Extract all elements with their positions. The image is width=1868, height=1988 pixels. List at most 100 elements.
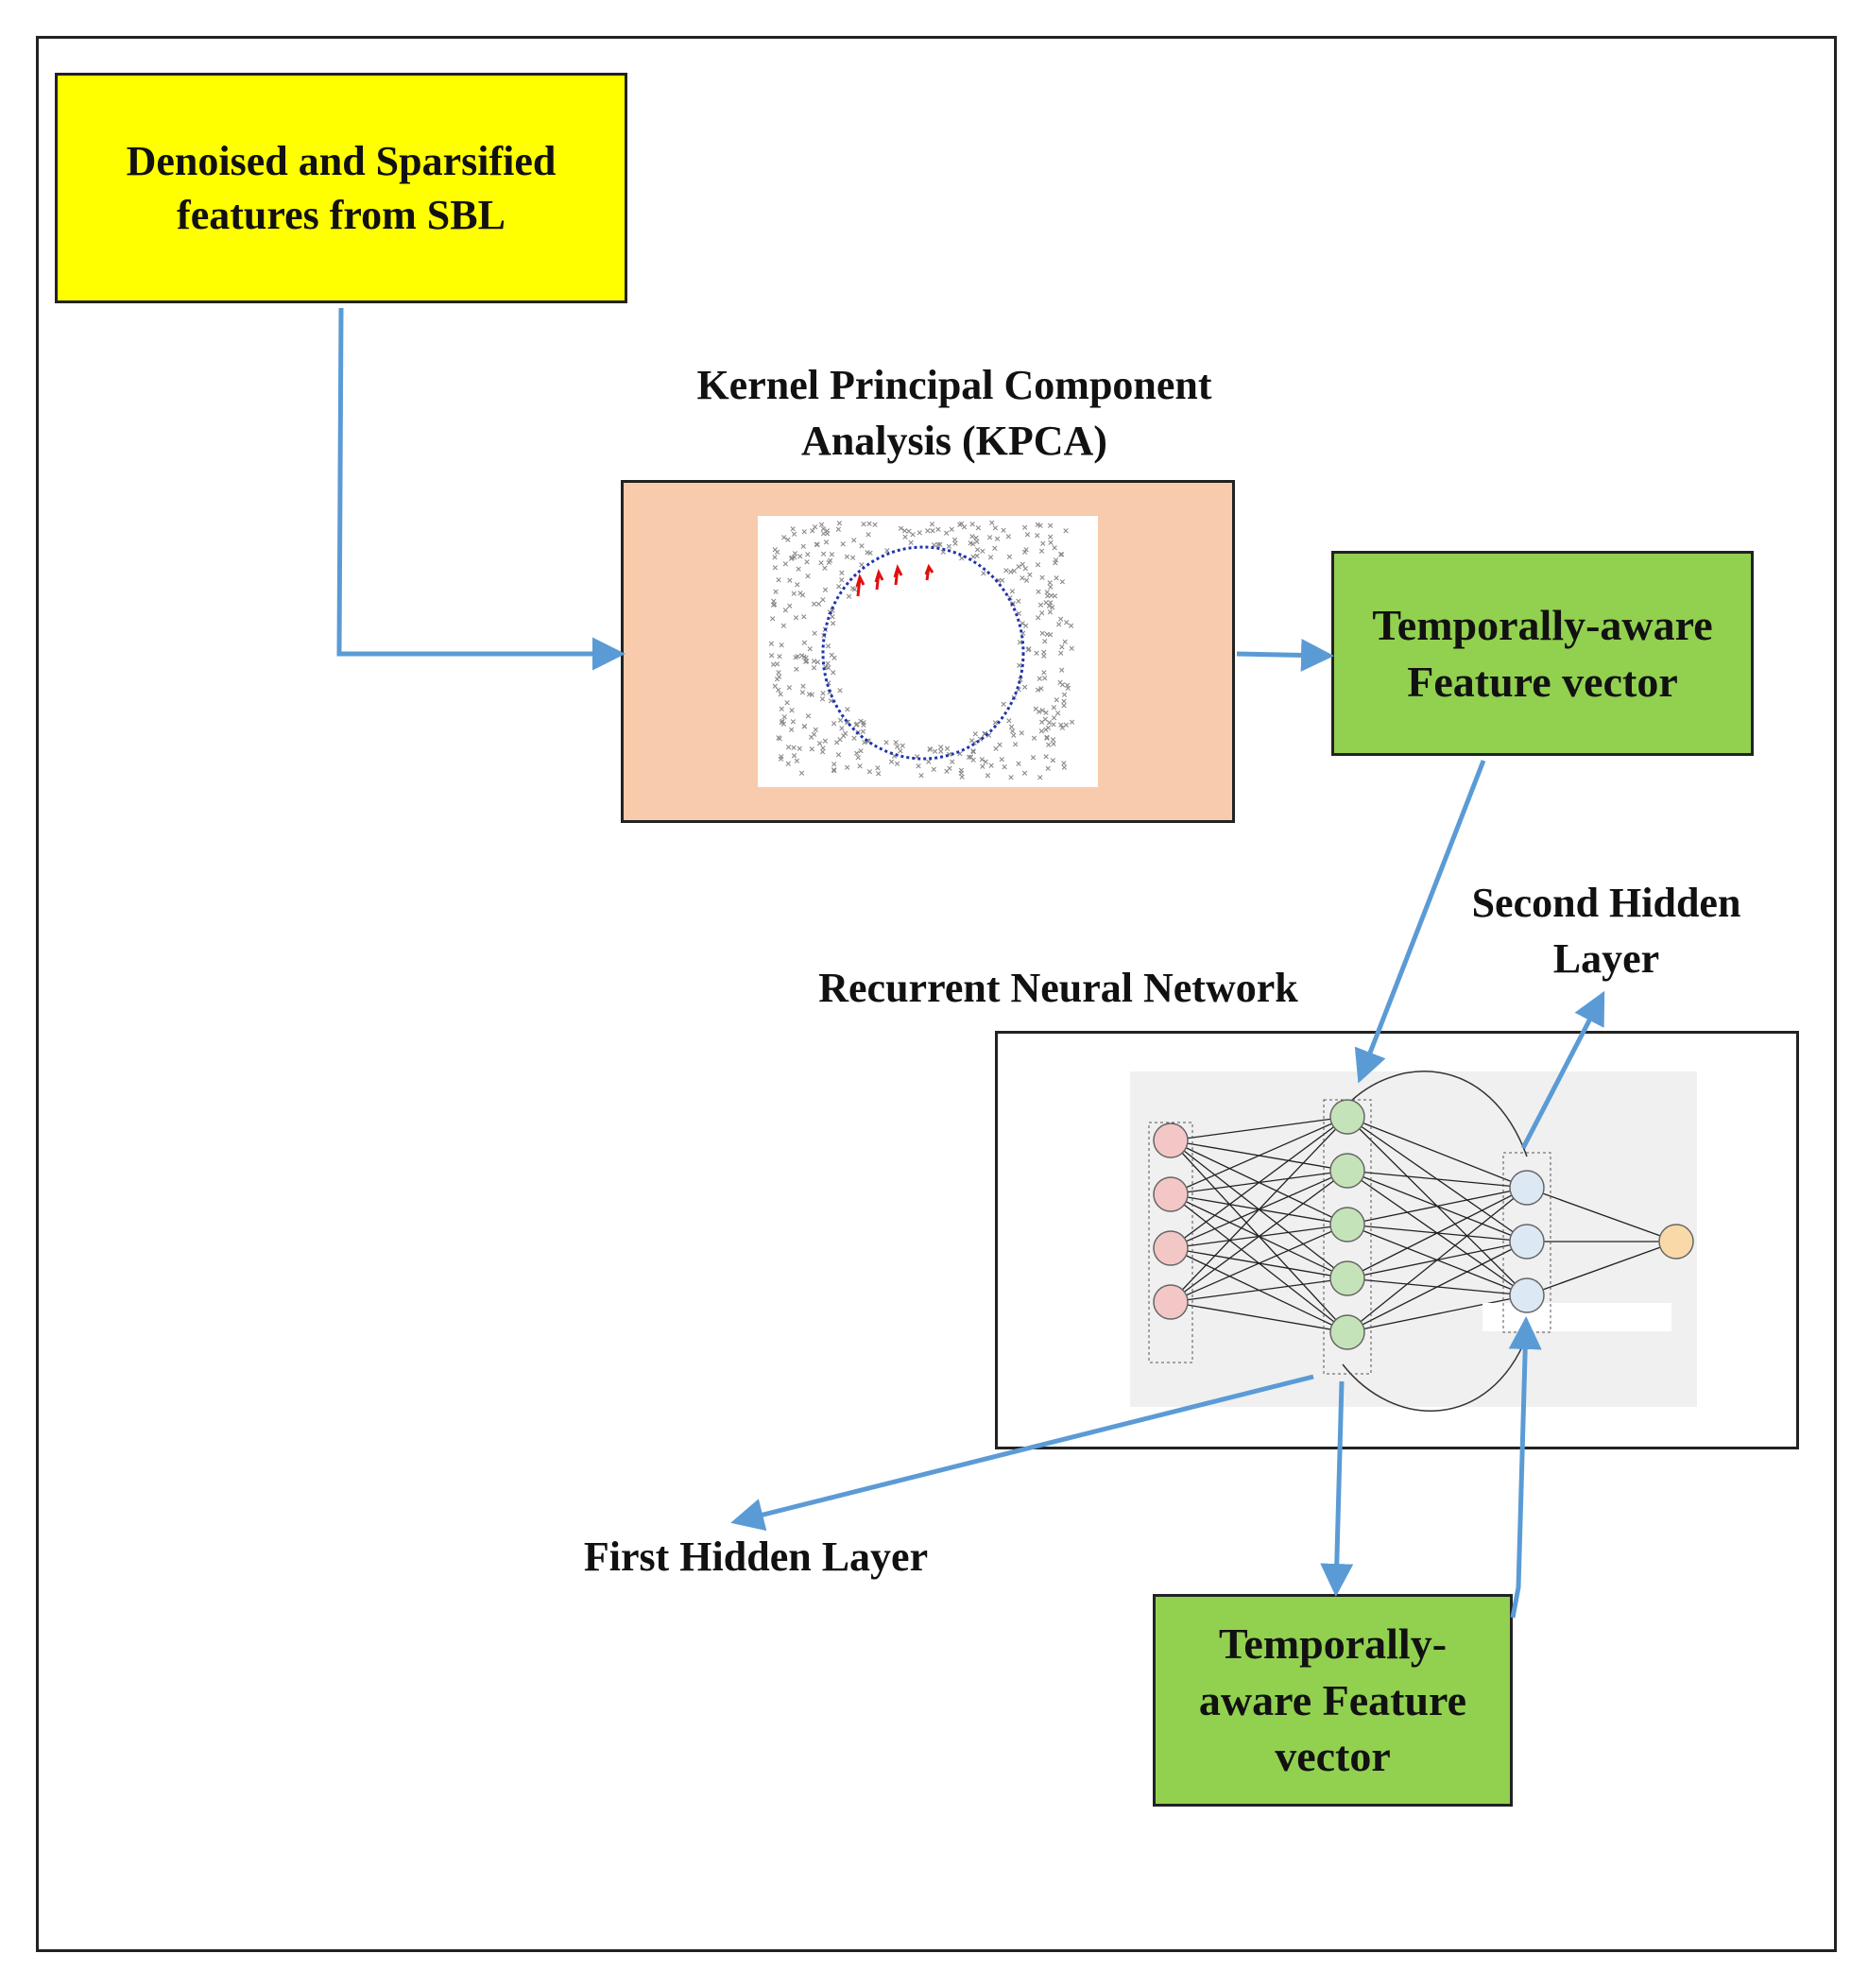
kpca-noise-point: × (951, 536, 959, 545)
kpca-noise-point: × (850, 734, 858, 744)
kpca-noise-point: × (788, 707, 796, 716)
kpca-noise-point: × (883, 547, 891, 557)
kpca-noise-point: × (992, 718, 1000, 728)
kpca-noise-point: × (1059, 724, 1067, 733)
kpca-noise-point: × (801, 639, 809, 648)
kpca-noise-point: × (968, 753, 975, 763)
kpca-noise-point: × (831, 654, 838, 663)
kpca-noise-point: × (819, 695, 827, 705)
kpca-noise-point: × (1040, 652, 1048, 661)
kpca-noise-point: × (831, 720, 838, 729)
kpca-noise-point: × (851, 586, 859, 595)
kpca-noise-point: × (774, 548, 781, 557)
kpca-noise-point: × (927, 746, 934, 755)
arrow-sbl-to-kpca (336, 307, 626, 671)
kpca-noise-point: × (958, 555, 966, 564)
kpca-noise-point: × (782, 560, 790, 570)
kpca-noise-point: × (1019, 619, 1026, 628)
kpca-noise-point: × (1038, 728, 1046, 737)
kpca-noise-point: × (1020, 629, 1027, 639)
kpca-noise-point: × (995, 576, 1003, 586)
kpca-noise-point: × (946, 764, 953, 774)
rnn-edge (1170, 1116, 1348, 1249)
kpca-noise-point: × (1057, 721, 1065, 730)
kpca-noise-point: × (969, 540, 977, 549)
rnn-edge (1526, 1241, 1677, 1296)
kpca-noise-point: × (819, 690, 827, 699)
kpca-noise-point: × (1009, 728, 1017, 737)
kpca-noise-point: × (831, 767, 838, 777)
kpca-noise-point: × (769, 615, 777, 625)
kpca-noise-point: × (1045, 741, 1053, 750)
kpca-noise-points: ××××××××××××××××××××××××××××××××××××××××… (768, 519, 1076, 782)
kpca-noise-point: × (1047, 608, 1054, 618)
kpca-noise-point: × (894, 760, 901, 769)
kpca-noise-point: × (929, 527, 936, 537)
kpca-noise-point: × (1015, 563, 1022, 573)
kpca-noise-point: × (1035, 686, 1042, 695)
kpca-noise-point: × (770, 597, 778, 607)
kpca-noise-point: × (814, 540, 821, 550)
kpca-noise-point: × (799, 688, 807, 697)
rnn-edge (1346, 1187, 1528, 1333)
kpca-noise-point: × (894, 743, 901, 752)
kpca-noise-point: × (969, 748, 977, 758)
kpca-noise-point: × (819, 595, 827, 605)
kpca-noise-point: × (958, 773, 966, 782)
kpca-noise-point: × (982, 758, 989, 767)
kpca-noise-point: × (829, 651, 836, 660)
kpca-noise-point: × (1038, 609, 1046, 619)
hidden1-node (1329, 1153, 1365, 1189)
kpca-noise-point: × (958, 766, 966, 776)
kpca-noise-point: × (770, 601, 778, 610)
kpca-noise-point: × (1051, 543, 1058, 553)
kpca-red-marks (855, 563, 934, 597)
hidden1-node (1329, 1099, 1365, 1135)
kpca-noise-point: × (1050, 740, 1057, 749)
kpca-noise-point: × (1040, 648, 1048, 658)
kpca-noise-point: × (866, 549, 874, 558)
kpca-noise-point: × (783, 698, 791, 708)
kpca-noise-point: × (811, 600, 818, 609)
kpca-noise-point: × (980, 570, 987, 579)
kpca-noise-point: × (936, 540, 944, 550)
kpca-noise-point: × (1061, 638, 1069, 647)
kpca-noise-point: × (968, 737, 976, 746)
kpca-noise-point: × (776, 673, 783, 682)
hidden2-node (1509, 1224, 1545, 1260)
kpca-noise-point: × (973, 538, 981, 547)
kpca-noise-point: × (797, 745, 804, 754)
kpca-noise-point: × (1039, 706, 1047, 715)
kpca-noise-point: × (823, 538, 831, 547)
feature-vector-bottom-box: Temporally-aware Feature vector (1153, 1594, 1513, 1807)
kpca-noise-point: × (968, 521, 976, 530)
kpca-noise-point: × (809, 691, 816, 700)
kpca-noise-point: × (775, 686, 782, 695)
kpca-noise-point: × (835, 750, 843, 760)
kpca-noise-point: × (1044, 592, 1052, 602)
hidden1-node (1329, 1260, 1365, 1296)
kpca-noise-point: × (1000, 700, 1007, 710)
kpca-noise-point: × (785, 760, 793, 769)
kpca-noise-point: × (850, 536, 858, 545)
kpca-noise-point: × (824, 660, 831, 669)
kpca-noise-point: × (1037, 685, 1045, 694)
kpca-noise-point: × (992, 745, 1000, 754)
kpca-noise-point: × (1046, 578, 1054, 588)
kpca-noise-point: × (1015, 686, 1022, 695)
kpca-noise-point: × (949, 758, 956, 767)
kpca-noise-point: × (1054, 710, 1062, 719)
kpca-noise-point: × (768, 640, 776, 649)
kpca-noise-point: × (1021, 523, 1029, 533)
rnn-edge (1170, 1116, 1348, 1195)
recurrent-loop-bottom (1342, 1335, 1528, 1412)
kpca-noise-point: × (956, 521, 964, 530)
kpca-noise-point: × (1039, 629, 1047, 639)
output-node (1658, 1224, 1694, 1260)
kpca-noise-point: × (797, 552, 804, 561)
kpca-noise-point: × (830, 669, 837, 678)
kpca-noise-point: × (937, 747, 945, 757)
kpca-noise-point: × (779, 705, 786, 714)
kpca-noise-point: × (1047, 631, 1054, 641)
kpca-noise-point: × (1069, 718, 1076, 728)
